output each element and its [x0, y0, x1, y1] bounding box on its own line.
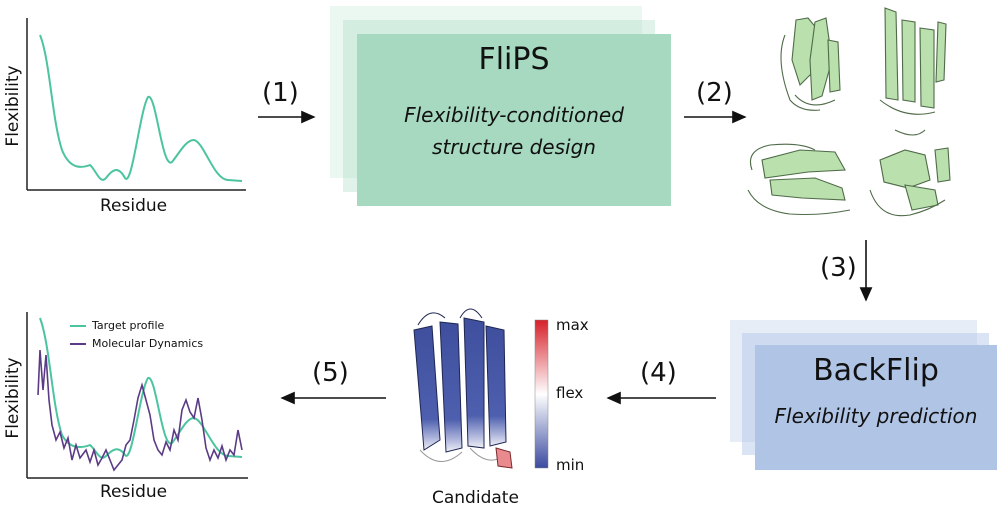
flips-subtitle-line2: structure design [432, 135, 596, 159]
candidate-label: Candidate [432, 488, 519, 508]
colorbar-max-label: max [556, 316, 589, 334]
candidate-loop-top [417, 308, 483, 326]
backflip-card: BackFlip Flexibility prediction [755, 345, 997, 470]
bottom-plot-ylabel: Flexibility [3, 357, 23, 439]
structure-4 [869, 129, 951, 217]
colorbar [534, 319, 549, 469]
bottom-target-curve [39, 317, 243, 459]
candidate-helix-2 [439, 321, 463, 453]
top-target-curve [39, 34, 243, 182]
structure-1 [780, 17, 841, 111]
bottom-plot-xlabel: Residue [100, 482, 168, 502]
candidate-helix-1 [413, 325, 441, 451]
legend-target-label: Target profile [92, 319, 165, 332]
top-plot-xlabel: Residue [100, 196, 168, 216]
bottom-plot-svg [26, 312, 248, 479]
candidate-flexible-tail [495, 447, 513, 469]
step-2-label: (2) [696, 78, 733, 108]
bottom-md-curve [37, 349, 243, 472]
flips-subtitle-line1: Flexibility-conditioned [404, 103, 624, 127]
top-flexibility-plot: Flexibility Residue [0, 0, 250, 225]
backflip-subtitle: Flexibility prediction [774, 404, 978, 428]
structure-3 [747, 143, 851, 216]
flips-title: FliPS [478, 42, 550, 77]
step-5-label: (5) [312, 358, 349, 388]
step-3-label: (3) [820, 253, 857, 283]
legend-md-label: Molecular Dynamics [92, 337, 204, 350]
step-1-label: (1) [262, 78, 299, 108]
backflip-title: BackFlip [813, 353, 939, 388]
colorbar-mid-label: flex [556, 384, 584, 402]
top-plot-svg [26, 18, 246, 191]
candidate-loop-bottom [419, 447, 509, 462]
candidate-helix-3 [463, 317, 485, 449]
flips-card: FliPS Flexibility-conditioned structure … [357, 34, 671, 206]
candidate-helix-4 [485, 325, 507, 447]
candidate-helix-bundle [413, 308, 513, 469]
step-4-label: (4) [640, 358, 677, 388]
structure-2 [879, 7, 947, 115]
colorbar-min-label: min [556, 456, 585, 474]
bottom-flexibility-plot: Target profile Molecular Dynamics Flexib… [0, 300, 255, 514]
